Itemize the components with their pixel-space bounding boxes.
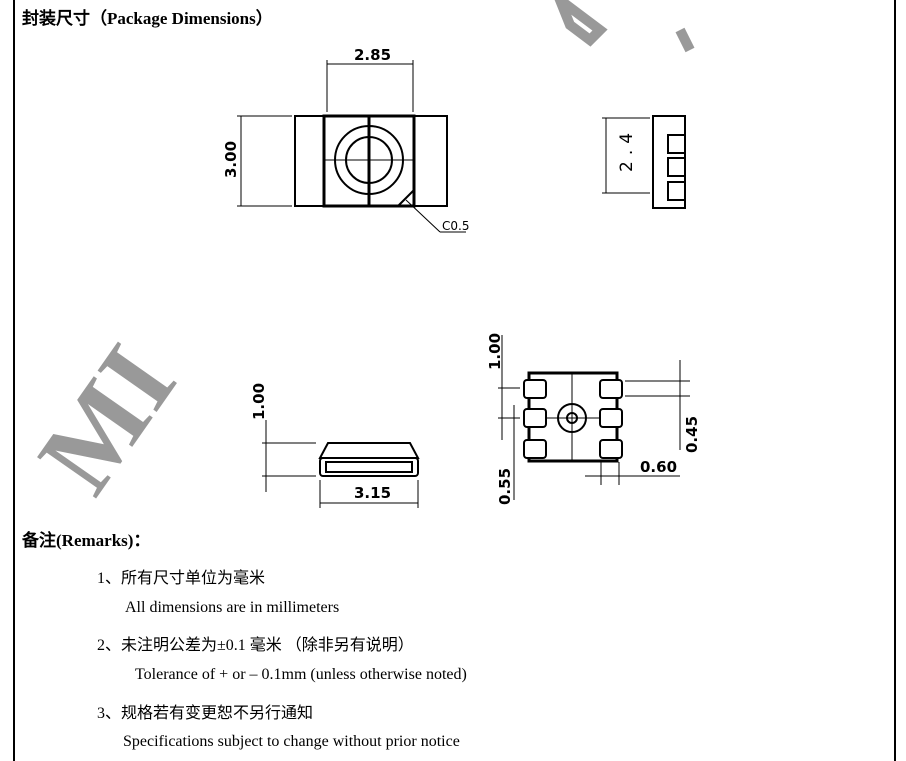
remark-3-en: Specifications subject to change without…: [123, 733, 460, 750]
bottom-pad-length-label: 0.60: [640, 458, 677, 476]
remark-3-cn: 3、规格若有变更恕不另行通知: [97, 705, 314, 722]
section-title: 封装尺寸（Package Dimensions）: [22, 9, 273, 28]
top-view-drawing: [237, 60, 466, 233]
remark-2-en: Tolerance of + or – 0.1mm (unless otherw…: [135, 666, 467, 683]
bottom-pad-width-label: 0.45: [683, 416, 701, 453]
remark-1-cn: 1、所有尺寸单位为毫米: [97, 570, 266, 587]
bottom-view-drawing: [498, 335, 690, 500]
top-height-label: 3.00: [222, 141, 240, 178]
watermark-fragment: [554, 0, 695, 53]
chamfer-label: C0.5: [442, 219, 469, 233]
right-border: [894, 0, 896, 761]
top-width-label: 2.85: [354, 46, 391, 64]
remark-1-en: All dimensions are in millimeters: [125, 599, 340, 616]
front-height-label: 1.00: [250, 383, 268, 420]
front-width-label: 3.15: [354, 484, 391, 502]
left-border: [13, 0, 15, 761]
remarks-heading: 备注(Remarks)：: [22, 531, 151, 550]
front-view-drawing: [262, 420, 420, 508]
watermark: MI: [15, 324, 199, 514]
remark-2-cn: 2、未注明公差为±0.1 毫米 （除非另有说明）: [97, 637, 414, 654]
bottom-pad-gap-label: 0.55: [496, 468, 514, 505]
bottom-pitch-label: 1.00: [486, 333, 504, 370]
side-view-drawing: [602, 115, 686, 209]
side-height-label: 2.4: [617, 127, 637, 172]
